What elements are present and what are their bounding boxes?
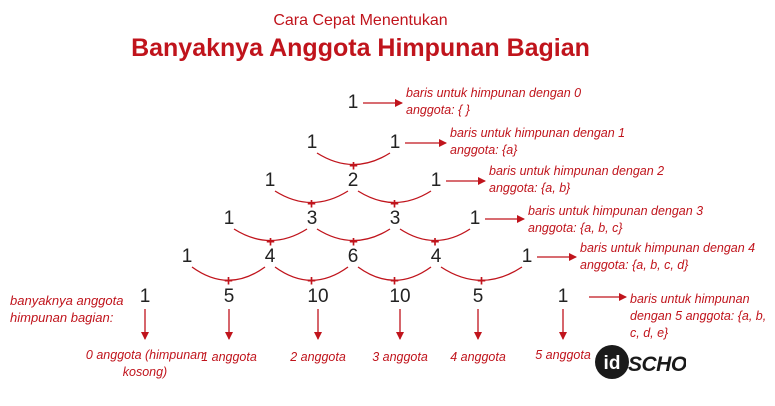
subset-count: 0 anggota (himpunan kosong) <box>85 348 205 379</box>
triangle-number: 4 <box>264 246 276 267</box>
plus-sign: + <box>349 157 358 174</box>
addition-arc-icon <box>191 266 266 281</box>
triangle-number: 1 <box>139 286 151 307</box>
svg-text:SCHOOL: SCHOOL <box>628 353 686 376</box>
triangle-number: 1 <box>181 246 193 267</box>
plus-sign: + <box>224 272 233 290</box>
subset-count: 2 anggota <box>290 350 346 364</box>
triangle-number: 1 <box>469 208 481 229</box>
triangle-number: 1 <box>264 170 276 191</box>
addition-arc-icon <box>274 190 349 204</box>
plus-sign: + <box>349 233 358 250</box>
plus-sign: + <box>390 272 399 290</box>
plus-sign: + <box>390 195 399 212</box>
plus-sign: + <box>477 272 486 290</box>
triangle-number: 5 <box>472 286 484 307</box>
triangle-number: 3 <box>306 208 318 229</box>
triangle-number: 1 <box>430 170 442 191</box>
subset-count: 3 anggota <box>372 350 428 364</box>
addition-arc-icon <box>316 152 391 166</box>
plus-sign: + <box>307 272 316 290</box>
plus-sign: + <box>266 233 275 250</box>
addition-arc-icon <box>233 228 308 242</box>
subset-count: 4 anggota <box>450 350 506 364</box>
subset-count: 1 anggota <box>201 350 257 364</box>
row-note: baris untuk himpunan dengan 5 anggota: {… <box>630 292 767 340</box>
triangle-number: 3 <box>389 208 401 229</box>
triangle-number: 1 <box>306 132 318 153</box>
plus-sign: + <box>307 195 316 212</box>
triangle-number: 2 <box>347 170 359 191</box>
triangle-number: 1 <box>557 286 569 307</box>
addition-arc-icon <box>440 266 523 281</box>
addition-arc-icon <box>357 266 432 281</box>
diagram-subtitle: Cara Cepat Menentukan <box>273 12 448 29</box>
triangle-number: 6 <box>347 246 359 267</box>
subset-count-label: banyaknya anggota himpunan bagian: <box>10 293 124 325</box>
triangle-number: 1 <box>389 132 401 153</box>
addition-arc-icon <box>399 228 471 242</box>
idschool-logo-icon: id SCHOOL <box>595 345 715 379</box>
triangle-number: 1 <box>223 208 235 229</box>
triangle-number: 1 <box>521 246 533 267</box>
row-note: baris untuk himpunan dengan 1 anggota: {… <box>450 126 626 157</box>
addition-arc-icon <box>357 190 432 204</box>
triangle-number: 10 <box>307 286 329 307</box>
row-note: baris untuk himpunan dengan 2 anggota: {… <box>489 164 665 195</box>
addition-arc-icon <box>274 266 349 281</box>
plus-sign: + <box>430 233 440 250</box>
svg-text:id: id <box>604 353 621 374</box>
row-note: baris untuk himpunan dengan 4 anggota: {… <box>580 241 756 272</box>
triangle-number: 5 <box>223 286 235 307</box>
diagram-title: Banyaknya Anggota Himpunan Bagian <box>131 34 590 62</box>
row-note: baris untuk himpunan dengan 3 anggota: {… <box>528 204 704 235</box>
triangle-number: 4 <box>430 246 442 267</box>
triangle-number: 10 <box>389 286 411 307</box>
subset-count: 5 anggota <box>535 348 591 362</box>
row-note: baris untuk himpunan dengan 0 anggota: {… <box>406 86 582 117</box>
triangle-number: 1 <box>347 92 359 113</box>
idschool-logo: id SCHOOL <box>594 344 715 380</box>
addition-arc-icon <box>316 228 391 242</box>
